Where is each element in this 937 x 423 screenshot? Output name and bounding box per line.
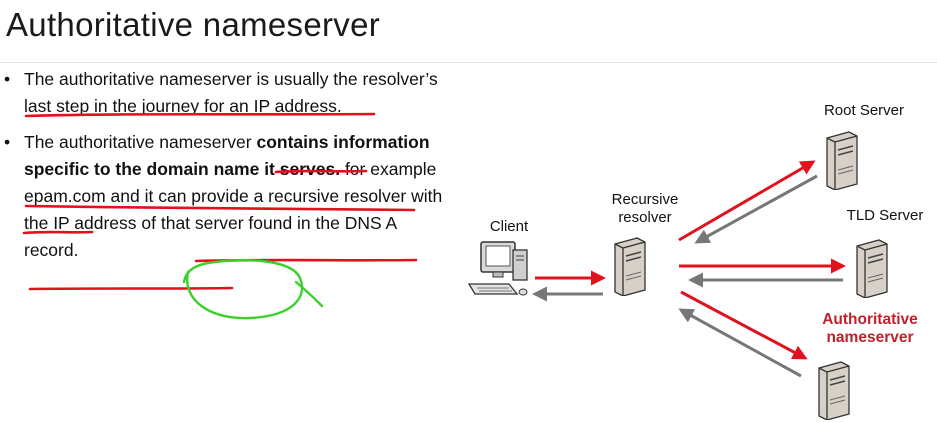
response-arrow-authoritative-to-resolver: [678, 308, 802, 378]
desktop-computer-icon: [467, 241, 528, 296]
root-server-icon: [826, 131, 858, 190]
diagram-arrows: [532, 160, 846, 378]
page-title: Authoritative nameserver: [6, 6, 381, 43]
response-arrow-root-to-resolver: [694, 174, 818, 244]
bullet-text-2: The authoritative nameserver contains in…: [24, 129, 444, 264]
root-server-label: Root Server: [823, 102, 905, 119]
underline-annotation: [28, 286, 234, 291]
bullet-dot: •: [4, 69, 11, 89]
recursive-resolver-label-line2: resolver: [618, 209, 672, 226]
tld-server-icon: [856, 239, 888, 298]
recursive-resolver-label-line1: Recursive: [611, 191, 679, 208]
authoritative-nameserver-label: Authoritative nameserver: [807, 311, 933, 347]
authoritative-nameserver-icon: [818, 361, 850, 420]
recursive-resolver-label: Recursive resolver: [595, 191, 695, 227]
bullet-list: • The authoritative nameserver is usuall…: [4, 66, 444, 273]
dns-resolution-diagram: Client Recursive resolver Root Server TL…: [455, 90, 937, 423]
request-arrow-resolver-to-authoritative: [680, 290, 808, 360]
authoritative-label-line2: nameserver: [826, 329, 914, 346]
bullet-2-text-bold: contains information specific to the dom…: [24, 132, 430, 179]
bullet-1-text: The authoritative nameserver is usually …: [24, 69, 438, 116]
bullet-item-1: • The authoritative nameserver is usuall…: [4, 66, 444, 120]
title-divider: [0, 62, 937, 63]
authoritative-label-line1: Authoritative: [822, 311, 918, 328]
bullet-dot: •: [4, 132, 11, 152]
bullet-2-text-intro: The authoritative nameserver: [24, 132, 257, 152]
tld-server-label: TLD Server: [846, 207, 924, 224]
bullet-item-2: • The authoritative nameserver contains …: [4, 129, 444, 264]
bullet-2-text-rest: for example epam.com and it can provide …: [24, 159, 443, 260]
bullet-text-1: The authoritative nameserver is usually …: [24, 66, 444, 120]
client-label: Client: [489, 218, 529, 235]
request-arrow-resolver-to-root: [678, 160, 816, 242]
recursive-resolver-server-icon: [614, 237, 646, 296]
